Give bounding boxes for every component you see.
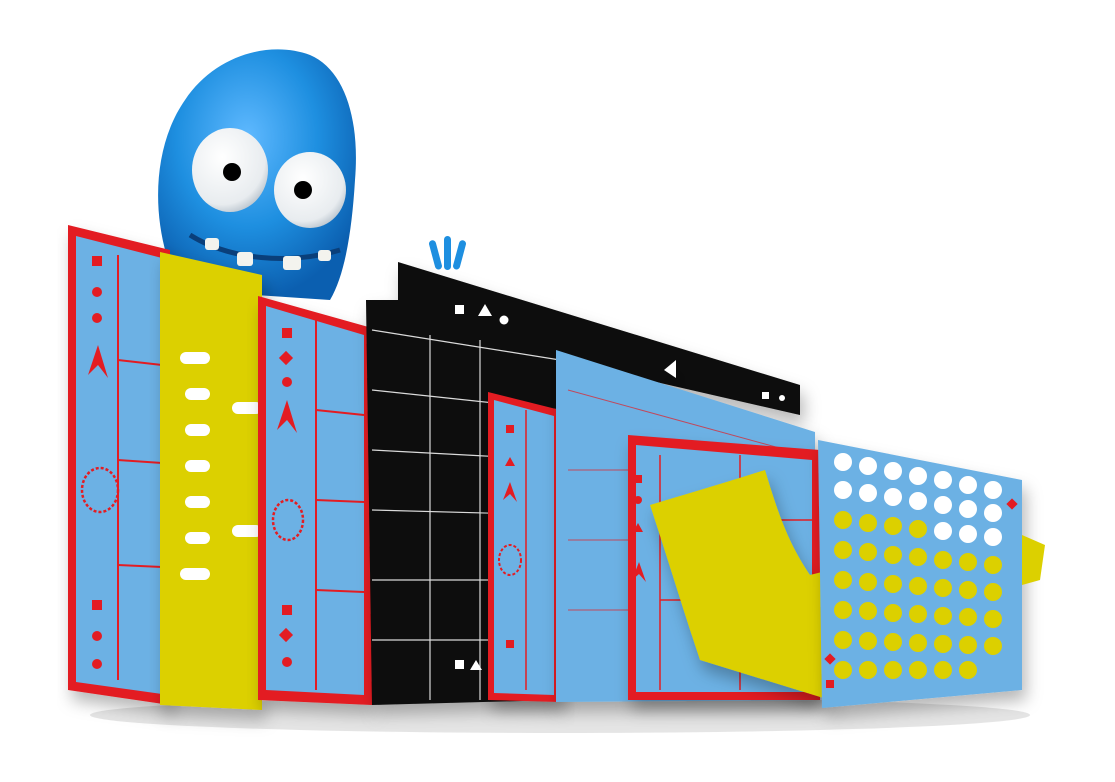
monster-tooth <box>318 250 331 261</box>
arrow-glyph-icon <box>88 345 108 378</box>
arrow-glyph-icon <box>664 360 676 378</box>
monster <box>158 49 466 300</box>
diamond-icon <box>1006 498 1018 510</box>
fingerprint-icon <box>80 466 120 514</box>
card-blue-3 <box>488 392 560 702</box>
square-icon <box>634 475 642 483</box>
circle-icon <box>779 395 785 401</box>
circle-icon <box>499 315 509 325</box>
card-yellow-2 <box>650 470 830 700</box>
card-blue-2 <box>258 296 372 705</box>
monster-pupil-left <box>223 163 241 181</box>
card-yellow-1 <box>160 252 262 710</box>
square-icon <box>282 605 292 615</box>
triangle-icon <box>478 304 492 316</box>
square-icon <box>506 425 514 433</box>
circle-icon <box>282 657 292 667</box>
triangle-icon <box>505 457 515 466</box>
monster-tooth <box>205 238 219 250</box>
square-icon <box>455 660 464 669</box>
slot-holes <box>180 352 262 580</box>
circle-icon <box>634 496 642 504</box>
diamond-icon <box>824 653 836 665</box>
ground-shadow <box>90 697 1030 733</box>
circle-icon <box>92 659 102 669</box>
arrow-glyph-icon <box>632 562 646 582</box>
monster-tooth <box>237 252 253 266</box>
card-blue-grid <box>818 440 1022 708</box>
square-icon <box>92 256 102 266</box>
circle-icon <box>92 313 102 323</box>
circle-icon <box>92 631 102 641</box>
monster-pupil-right <box>294 181 312 199</box>
square-icon <box>506 640 514 648</box>
square-icon <box>826 680 834 688</box>
fingerprint-icon <box>271 498 305 542</box>
fingerprint-icon <box>498 544 522 576</box>
arrow-glyph-icon <box>503 482 517 502</box>
square-icon <box>282 328 292 338</box>
card-blue-1 <box>68 225 170 705</box>
monster-fingers <box>429 236 466 270</box>
diamond-icon <box>278 350 294 366</box>
card-yellow-tab <box>1022 535 1045 585</box>
circle-icon <box>92 287 102 297</box>
circle-icon <box>282 377 292 387</box>
triangle-icon <box>633 523 643 532</box>
triangle-icon <box>470 660 482 670</box>
round-hole-grid <box>834 453 1002 679</box>
square-icon <box>92 600 102 610</box>
square-icon <box>762 392 769 399</box>
monster-tooth <box>283 256 301 270</box>
arrow-glyph-icon <box>277 400 297 433</box>
diamond-icon <box>278 627 294 643</box>
square-icon <box>455 305 464 314</box>
